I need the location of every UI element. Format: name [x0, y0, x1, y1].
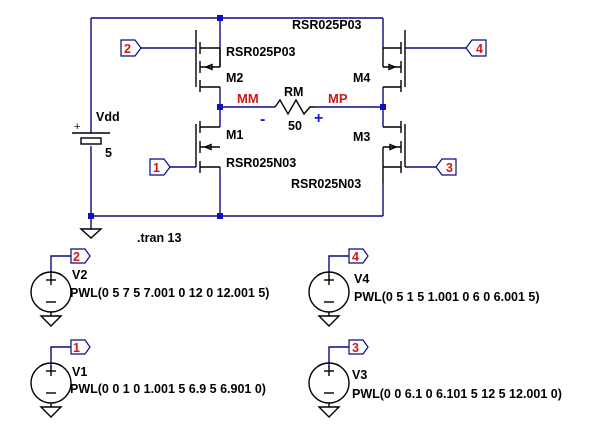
resistor-minus-sign: - — [260, 111, 265, 128]
m3-ref-label: M3 — [353, 130, 370, 144]
port-flag-icon — [465, 39, 487, 57]
junction-dot — [217, 104, 223, 110]
net-label-mm: MM — [237, 91, 259, 106]
ground-icon — [79, 228, 103, 239]
port-gate-m3[interactable]: 3 — [435, 158, 457, 176]
source-ref-label: V2 — [72, 268, 87, 282]
port-flag-icon — [348, 339, 369, 355]
m2-ref-label: M2 — [226, 71, 243, 85]
net-label-mp: MP — [328, 91, 348, 106]
mosfet-m2[interactable]: RSR025P03 M2 — [195, 30, 296, 92]
supply-name-label: Vdd — [96, 110, 120, 124]
resistor-name-label: RM — [284, 85, 303, 99]
ground-icon — [317, 406, 341, 418]
source-port-label: 3 — [352, 341, 359, 355]
ground-icon — [39, 315, 63, 327]
source-v4[interactable]: 4 V4 PWL(0 5 1 5 1.001 0 6 0 6.001 5) — [308, 248, 540, 327]
source-value-label[interactable]: PWL(0 0 1 0 1.001 5 6.9 5 6.901 0) — [70, 382, 266, 396]
port-label: 3 — [446, 161, 453, 175]
supply-vdd[interactable]: + Vdd 5 — [72, 110, 120, 160]
resistor-plus-sign: + — [314, 110, 323, 127]
source-port-label: 2 — [73, 250, 80, 264]
source-value-label[interactable]: PWL(0 5 1 5 1.001 0 6 0 6.001 5) — [354, 290, 540, 304]
port-label: 1 — [153, 161, 160, 175]
mosfet-m4[interactable]: RSR025P03 M4 — [292, 18, 406, 92]
ground-icon — [39, 406, 63, 418]
junctions — [88, 15, 386, 219]
source-ref-label: V3 — [352, 368, 367, 382]
m4-ref-label: M4 — [353, 71, 370, 85]
battery-plate-short — [80, 137, 102, 145]
port-flag-icon — [70, 339, 91, 355]
source-value-label[interactable]: PWL(0 5 7 5 7.001 0 12 0 12.001 5) — [70, 286, 269, 300]
resistor-zigzag — [274, 98, 315, 116]
source-port-label: 4 — [352, 250, 359, 264]
port-gate-m2[interactable]: 2 — [120, 39, 142, 57]
resistor-value-label: 50 — [288, 119, 302, 133]
source-port-label: 1 — [73, 341, 80, 355]
junction-dot — [380, 104, 386, 110]
resistor-rm[interactable]: RM 50 - + — [260, 85, 323, 133]
junction-dot — [88, 213, 94, 219]
junction-dot — [217, 213, 223, 219]
source-v1[interactable]: 1 V1 PWL(0 0 1 0 1.001 5 6.9 5 6.901 0) — [30, 339, 266, 418]
source-ref-label: V1 — [72, 365, 87, 379]
source-v2[interactable]: 2 V2 PWL(0 5 7 5 7.001 0 12 0 12.001 5) — [30, 248, 269, 327]
junction-dot — [217, 15, 223, 21]
port-gate-m4[interactable]: 4 — [465, 39, 487, 57]
port-flag-icon — [348, 248, 369, 264]
supply-value-label: 5 — [105, 146, 112, 160]
m1-model-label: RSR025N03 — [226, 156, 296, 170]
port-flag-icon — [120, 39, 142, 57]
port-flag-icon — [435, 158, 457, 176]
port-flag-icon — [149, 158, 171, 176]
source-value-label[interactable]: PWL(0 0 6.1 0 6.101 5 12 5 12.001 0) — [352, 387, 562, 401]
m2-model-label: RSR025P03 — [226, 45, 296, 59]
port-label: 4 — [476, 42, 483, 56]
ground-symbol — [79, 228, 103, 239]
m4-model-label: RSR025P03 — [292, 18, 362, 32]
m1-ref-label: M1 — [226, 128, 243, 142]
mosfet-m3[interactable]: M3 RSR025N03 — [291, 121, 406, 191]
battery-plus-sign: + — [74, 121, 80, 133]
port-label: 2 — [124, 42, 131, 56]
source-ref-label: V4 — [354, 272, 369, 286]
spice-directive[interactable]: .tran 13 — [137, 231, 182, 245]
port-gate-m1[interactable]: 1 — [149, 158, 171, 176]
mosfet-m1[interactable]: M1 RSR025N03 — [195, 121, 296, 173]
ground-icon — [317, 315, 341, 327]
m3-model-label: RSR025N03 — [291, 177, 361, 191]
wires — [90, 17, 466, 229]
port-flag-icon — [70, 248, 91, 264]
source-v3[interactable]: 3 V3 PWL(0 0 6.1 0 6.101 5 12 5 12.001 0… — [308, 339, 562, 418]
